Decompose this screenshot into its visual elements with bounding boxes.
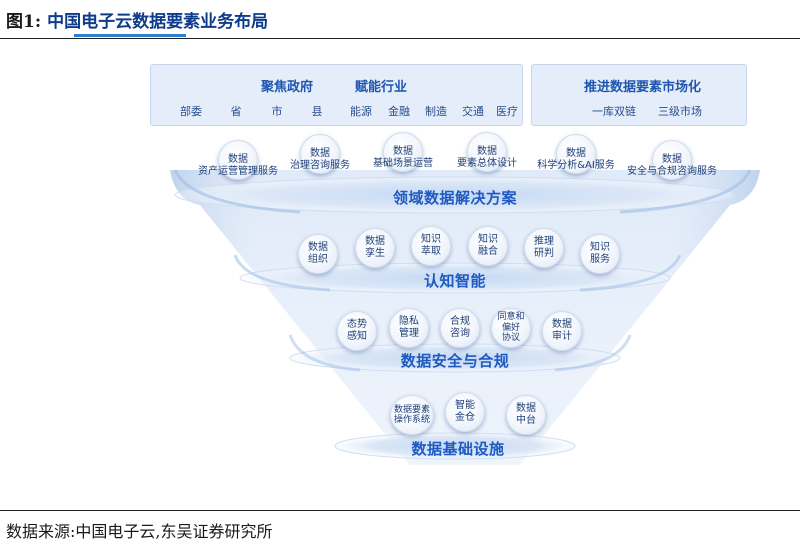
node-caption: 基础场景运营	[373, 158, 433, 169]
box-item: 市	[271, 105, 283, 118]
box-item: 交通	[462, 105, 484, 118]
box-item: 金融	[388, 105, 410, 118]
box-item: 能源	[350, 105, 372, 118]
layer-rim-2	[239, 262, 671, 294]
node-data-twin: 数据孪生	[355, 228, 395, 268]
box-item: 省	[230, 105, 242, 118]
bottom-divider	[0, 510, 800, 511]
node-kingbase: 智能金仓	[445, 392, 485, 432]
node-data-organization: 数据组织	[298, 234, 338, 274]
node-compliance-consulting: 合规咨询	[440, 308, 480, 348]
node-data-element-design: 数据	[467, 132, 507, 172]
node-caption: 要素总体设计	[457, 158, 517, 169]
focus-government-industry-box: 聚焦政府 赋能行业 部委 省 市 县 能源 金融 制造 交通 医疗	[150, 64, 523, 126]
node-data-asset-ops: 数据	[218, 140, 258, 180]
box-item: 制造	[425, 105, 447, 118]
node-situational-awareness: 态势感知	[337, 311, 377, 351]
box-item: 一库双链	[592, 105, 636, 118]
box-item: 县	[311, 105, 323, 118]
node-data-audit: 数据审计	[542, 311, 582, 351]
box-heading-industry: 赋能行业	[355, 80, 408, 95]
node-caption: 治理咨询服务	[290, 160, 350, 171]
node-knowledge-service: 知识服务	[580, 234, 620, 274]
data-market-box: 推进数据要素市场化 一库双链 三级市场	[531, 64, 747, 126]
node-caption: 科学分析&AI服务	[537, 160, 615, 171]
node-caption: 资产运营管理服务	[198, 166, 278, 177]
layer-label-security-compliance: 数据安全与合规	[400, 352, 510, 370]
box-heading-government: 聚焦政府	[261, 80, 314, 95]
node-data-middle-platform: 数据中台	[506, 395, 546, 435]
layer-rim-1	[174, 176, 736, 214]
figure-title-bar: 图1: 中国电子云数据要素业务布局	[6, 4, 268, 34]
node-data-element-os: 数据要素操作系统	[390, 395, 434, 435]
layer-label-cognitive-intelligence: 认知智能	[423, 272, 487, 290]
layer-rim-4	[334, 432, 576, 460]
figure-source: 数据来源:中国电子云,东吴证券研究所	[6, 522, 273, 541]
node-data-governance: 数据	[300, 134, 340, 174]
node-consent-preference: 同意和偏好协议	[491, 308, 531, 348]
figure-title: 中国电子云数据要素业务布局	[47, 11, 269, 32]
node-data-scenario-ops: 数据	[383, 132, 423, 172]
node-privacy-management: 隐私管理	[389, 308, 429, 348]
layer-label-domain-solutions: 领域数据解决方案	[392, 189, 518, 207]
box-item: 部委	[180, 105, 202, 118]
box-heading-market: 推进数据要素市场化	[584, 80, 702, 95]
box-item: 医疗	[496, 105, 518, 118]
layer-label-data-infrastructure: 数据基础设施	[411, 440, 505, 458]
node-caption: 安全与合规咨询服务	[627, 166, 717, 177]
box-item: 三级市场	[658, 105, 702, 118]
top-divider	[0, 38, 800, 39]
node-data-science-ai: 数据	[556, 134, 596, 174]
figure-label: 图1:	[6, 11, 42, 32]
node-data-security-consulting: 数据	[652, 140, 692, 180]
node-reasoning: 推理研判	[524, 228, 564, 268]
title-underline	[74, 34, 186, 37]
node-knowledge-fusion: 知识融合	[468, 226, 508, 266]
node-knowledge-extraction: 知识萃取	[411, 226, 451, 266]
